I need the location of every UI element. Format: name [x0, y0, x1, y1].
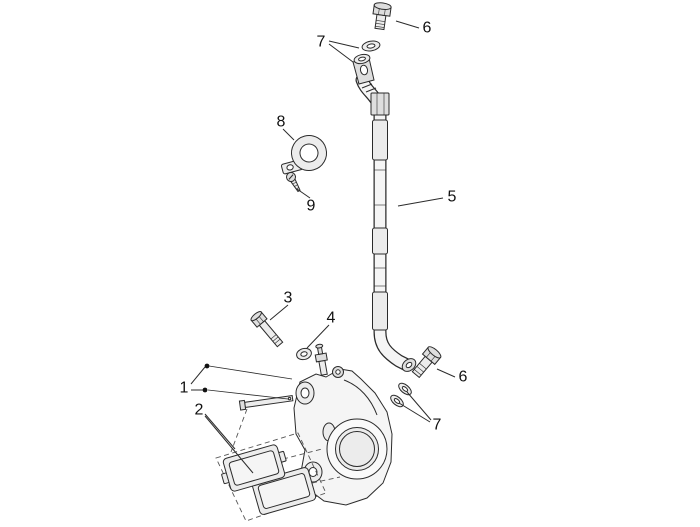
- thread-line: [414, 369, 422, 376]
- banjo-bolt-top: [372, 2, 392, 31]
- thread-line: [419, 363, 427, 370]
- leader-line-4: [306, 324, 330, 349]
- thread-line: [295, 187, 300, 190]
- bolt-head-cap: [250, 311, 262, 322]
- hose-body: [356, 74, 413, 371]
- mounting-ear-top-hole: [300, 387, 310, 399]
- piston-bore-mid: [335, 427, 379, 471]
- caliper-detail-arc: [343, 379, 378, 416]
- hose-bottom-eye-fitting: [401, 358, 417, 372]
- callout-6-top: 6: [423, 20, 432, 37]
- leader-line-5: [397, 197, 444, 207]
- small-washer: [296, 347, 312, 361]
- clamp-ring-hole: [299, 143, 319, 163]
- brake-hose: [355, 73, 414, 372]
- eye-fitting-hole: [405, 361, 413, 369]
- reference-dot: [204, 363, 210, 369]
- hose-sleeve: [372, 291, 388, 331]
- pin-shaft: [244, 395, 294, 409]
- pin-head: [238, 399, 247, 411]
- leader-line-6-top: [395, 20, 420, 29]
- reference-line: [208, 365, 293, 380]
- leader-line-7-bottom: [406, 391, 432, 421]
- washer-hole: [366, 43, 376, 49]
- assembly-dash-line: [230, 408, 248, 453]
- sealing-washer-bottom-1: [398, 382, 412, 396]
- eye-fitting-hole: [359, 64, 369, 76]
- callout-1: 1: [180, 380, 189, 397]
- leader-line-7-top: [328, 40, 360, 49]
- hose-rib: [361, 83, 373, 89]
- thread-line: [376, 20, 386, 22]
- bleed-valve: [314, 343, 328, 376]
- sealing-washer-top-2: [353, 53, 371, 65]
- thread-line: [274, 338, 281, 344]
- caliper-bolt: [250, 311, 284, 348]
- thread-line: [375, 25, 385, 28]
- assembly-dash-line: [311, 476, 341, 484]
- leader-line-1: [190, 366, 206, 385]
- washer-hole: [300, 351, 308, 357]
- clamp-screw: [286, 172, 301, 193]
- piston-bore-inner: [339, 431, 375, 467]
- valve-cap: [315, 343, 324, 349]
- hose-sleeve: [372, 119, 388, 161]
- thread-line: [375, 23, 385, 25]
- brake-caliper: [293, 343, 393, 506]
- bolt-head-cap: [427, 346, 442, 359]
- callout-1-references: [202, 363, 293, 400]
- hose-clamp: [281, 135, 327, 175]
- pad-plane-dashed-box: [215, 432, 327, 522]
- callout-5: 5: [448, 189, 457, 206]
- thread-line: [292, 181, 297, 185]
- callout-8: 8: [277, 114, 286, 131]
- callout-2: 2: [195, 402, 204, 419]
- leader-line-7-top: [328, 43, 354, 63]
- leader-line-2: [204, 413, 236, 450]
- callout-3: 3: [284, 290, 293, 307]
- bolt-shaft: [258, 320, 284, 348]
- sealing-washer-top-1: [361, 40, 381, 52]
- hose-sleeve: [372, 227, 388, 255]
- reference-dot: [202, 387, 208, 393]
- pad-friction-surface: [257, 473, 311, 509]
- hose-rib: [365, 87, 377, 93]
- screw-slot: [288, 174, 294, 180]
- leader-line-3: [269, 304, 289, 321]
- clamp-tab-hole: [286, 164, 294, 171]
- assembly-dash-line: [282, 448, 323, 460]
- reference-line: [207, 389, 289, 400]
- callout-4: 4: [327, 310, 336, 327]
- banjo-bolt-bottom: [411, 346, 442, 379]
- callout-labels: 6 7 8 9 5 3 4 1 2 6 7: [180, 20, 468, 434]
- leader-line-6-bottom: [436, 368, 456, 378]
- washer-hole: [358, 56, 366, 62]
- leader-line-2: [204, 415, 254, 474]
- thread-line: [272, 336, 279, 342]
- callout-6-bottom: 6: [459, 369, 468, 386]
- bolt-head-cap: [373, 2, 392, 10]
- hose-hex-fitting: [370, 92, 390, 116]
- leader-lines: [190, 20, 456, 474]
- leader-line-9: [296, 188, 311, 199]
- callout-7-top: 7: [317, 34, 326, 51]
- thread-line: [416, 366, 424, 373]
- leader-line-7-bottom: [398, 402, 431, 423]
- callout-9: 9: [307, 198, 316, 215]
- washer-hole: [401, 386, 409, 392]
- thread-line: [270, 334, 277, 340]
- leader-line-8: [282, 128, 295, 141]
- callout-7-bottom: 7: [433, 417, 442, 434]
- sealing-washer-bottom-2: [390, 394, 404, 408]
- thread-line: [294, 184, 298, 187]
- brake-pads: [215, 408, 341, 522]
- inlet-port-hole: [335, 369, 341, 375]
- pin-clip-hole: [287, 396, 292, 401]
- valve-base: [318, 359, 328, 376]
